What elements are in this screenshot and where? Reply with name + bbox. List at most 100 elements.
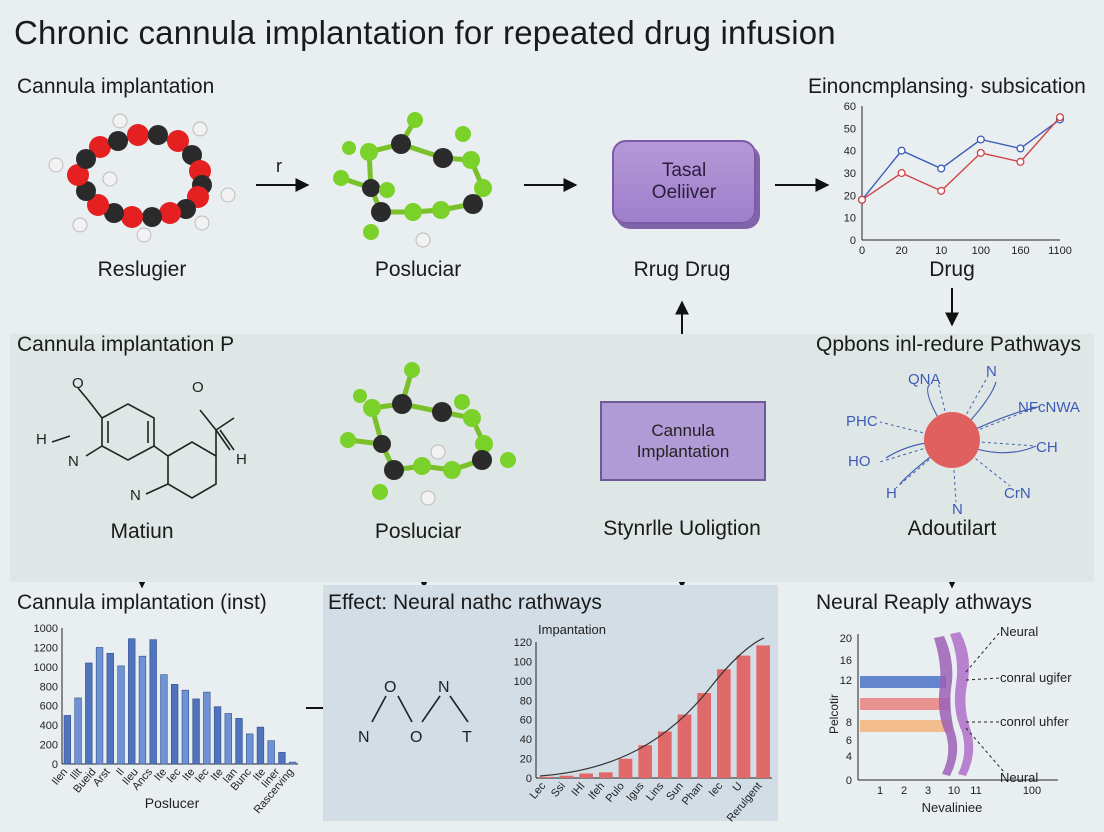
line-chart-point bbox=[897, 168, 906, 178]
bar-chart-red-ytick: 120 bbox=[514, 637, 532, 649]
row1-arrow-label: r bbox=[276, 156, 282, 176]
bar-chart-red-bar bbox=[540, 776, 554, 778]
row2-right-title: Qpbons inl-redure Pathways bbox=[816, 333, 1081, 356]
molecule-ring-green bbox=[333, 112, 492, 248]
bar-chart-blue-bar bbox=[278, 752, 286, 765]
molecule-ring-red bbox=[48, 113, 236, 243]
neural-chart-ytick: 8 bbox=[846, 717, 852, 729]
pathway-hub-node bbox=[924, 412, 980, 468]
atom-h-1: H bbox=[36, 431, 47, 448]
line-chart-xtick: 100 bbox=[972, 245, 990, 257]
neural-label-3: conrol uhfer bbox=[1000, 714, 1069, 729]
bar-chart-red-bar bbox=[677, 714, 692, 778]
label-matiun: Matiun bbox=[110, 520, 174, 543]
bar-chart-blue-ytick: 1200 bbox=[34, 642, 58, 654]
bar-chart-blue-ytick: 400 bbox=[40, 720, 58, 732]
neural-shape-left bbox=[934, 636, 958, 776]
line-chart-ytick: 50 bbox=[844, 123, 856, 135]
bar-chart-red-bar bbox=[736, 655, 751, 778]
capsule-line1: Tasal bbox=[661, 160, 707, 181]
bar-chart-blue-bar bbox=[192, 698, 200, 765]
neural-chart-xtick: 100 bbox=[1023, 785, 1041, 797]
bar-chart-blue-bar bbox=[224, 713, 232, 765]
bar-chart-red-bar bbox=[559, 775, 574, 778]
bar-chart-blue-bar bbox=[246, 733, 254, 765]
line-chart-point bbox=[1055, 113, 1065, 122]
neural-label-2: conral ugifer bbox=[1000, 670, 1072, 685]
bar-chart-red-ytick: 60 bbox=[520, 715, 532, 727]
neural-shape-right bbox=[950, 632, 974, 776]
neural-band-blue bbox=[860, 676, 946, 688]
line-chart-ytick: 0 bbox=[850, 235, 856, 247]
bar-chart-blue-ytick: 800 bbox=[40, 681, 58, 693]
line-chart-xtick: 1100 bbox=[1048, 245, 1072, 257]
bar-chart-red-xtick: Phan bbox=[680, 780, 706, 807]
bar-chart-blue-xlabel: Poslucer bbox=[145, 795, 200, 811]
bar-chart-red-ytick: 20 bbox=[520, 754, 532, 766]
neural-chart-ytick: 6 bbox=[846, 735, 852, 747]
bar-chart-blue-bar bbox=[74, 697, 82, 765]
bar-chart-blue-bars bbox=[63, 638, 297, 765]
pathway-label-8: N bbox=[952, 501, 963, 518]
bar-chart-blue-xtick: Il bbox=[114, 766, 127, 778]
label-posluciar-1: Posluciar bbox=[374, 258, 462, 281]
line-chart-xtick: 0 bbox=[859, 245, 865, 257]
bar-chart-red-xtick: Iec bbox=[707, 780, 726, 799]
bar-chart-blue-bar bbox=[95, 647, 104, 765]
bar-chart-blue-bar bbox=[138, 655, 147, 765]
bar-chart-blue-bar bbox=[149, 639, 157, 765]
label-posluciar-2: Posluciar bbox=[374, 520, 462, 543]
line-chart-xtick: 20 bbox=[895, 245, 907, 257]
mol-atom-n-2: N bbox=[358, 729, 370, 746]
atom-o-2: O bbox=[192, 379, 204, 396]
pathway-label-3: NFcNWA bbox=[1018, 399, 1080, 416]
neural-label-1: Neural bbox=[1000, 624, 1038, 639]
row3-section-title: Cannula implantation (inst) bbox=[17, 591, 267, 614]
mol-atom-t: T bbox=[462, 729, 472, 746]
bar-chart-red-xtick: IHI bbox=[569, 780, 587, 798]
line-chart-series-1 bbox=[861, 118, 1061, 201]
bar-chart-blue-bar bbox=[213, 706, 222, 765]
bar-chart-blue-ytick: 1000 bbox=[34, 662, 58, 674]
bar-chart-red-ytick: 100 bbox=[514, 656, 532, 668]
line-chart-series bbox=[857, 113, 1065, 204]
bar-chart-red-ytick: 80 bbox=[520, 695, 532, 707]
bar-chart-red-bar bbox=[599, 772, 613, 778]
bar-chart-red-ytick: 0 bbox=[526, 773, 532, 785]
bar-chart-red-xtick: Igus bbox=[624, 780, 647, 804]
line-chart-point bbox=[976, 135, 985, 144]
bar-chart-red-ytick: 40 bbox=[520, 734, 532, 746]
bar-chart-red-xtick: Pulo bbox=[604, 780, 627, 805]
bar-chart-red-axes bbox=[535, 642, 772, 779]
pathway-label-2: N bbox=[986, 363, 997, 380]
label-stynrlle-uoligtion: Stynrlle Uoligtion bbox=[603, 517, 761, 540]
mol-atom-o-2: O bbox=[410, 729, 422, 746]
bar-chart-red-bar bbox=[579, 773, 593, 778]
box-line1: Cannula bbox=[651, 421, 715, 440]
bar-chart-blue-bar bbox=[85, 662, 93, 765]
bar-chart-red-bar bbox=[638, 745, 652, 778]
bar-chart-red-bars bbox=[540, 645, 770, 778]
bar-chart-blue-bar bbox=[256, 726, 265, 765]
line-chart-point bbox=[1016, 144, 1025, 153]
neural-chart-ytick: 4 bbox=[846, 751, 852, 763]
row3-mid-title: Effect: Neural nathc rathways bbox=[328, 591, 602, 614]
atom-o-1: O bbox=[72, 375, 84, 392]
neural-chart-xtick: 1 bbox=[877, 785, 883, 797]
row3-right-title: Neural Reaply athways bbox=[816, 591, 1032, 614]
bar-chart-red-bar bbox=[658, 731, 672, 778]
bar-chart-blue-ytick: 0 bbox=[52, 759, 58, 771]
label-drug: Drug bbox=[929, 258, 975, 281]
neural-chart-ytick: 20 bbox=[840, 633, 852, 645]
neural-band-orange bbox=[860, 720, 952, 732]
bar-chart-blue-bar bbox=[235, 718, 243, 765]
bar-chart-red-bar bbox=[717, 669, 731, 778]
neural-band-red bbox=[860, 698, 950, 710]
